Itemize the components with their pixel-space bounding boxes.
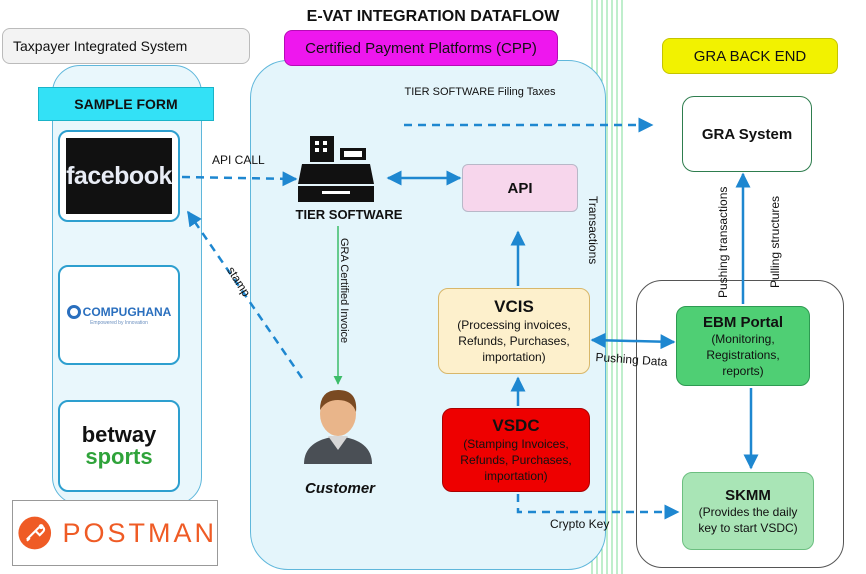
betway-logo-text: betway (81, 422, 157, 447)
edge-api-call (181, 171, 298, 187)
edge-crypto-key (516, 494, 680, 520)
sample-form-header: SAMPLE FORM (38, 87, 214, 121)
vcis-desc: (Processing invoices, Refunds, Purchases… (457, 318, 571, 364)
gra-backend-header: GRA BACK END (662, 38, 838, 74)
compughana-icon (66, 304, 81, 319)
skmm-title: SKMM (725, 486, 771, 504)
postman-logo-text: POSTMAN (62, 517, 217, 548)
customer-avatar-icon (304, 390, 372, 464)
betway-sports-text: sports (85, 444, 153, 469)
cpp-header: Certified Payment Platforms (CPP) (284, 30, 558, 66)
skmm-desc: (Provides the daily key to start VSDC) (698, 504, 798, 535)
edge-pushing-data (590, 332, 676, 350)
cash-register-icon (298, 136, 374, 202)
tier-software-label: TIER SOFTWARE (295, 207, 403, 222)
api-label: API (507, 179, 533, 197)
sample-form-header-text: SAMPLE FORM (74, 96, 178, 112)
label-api-call: API CALL (212, 153, 265, 167)
label-gra-certified-invoice: GRA Certified Invoice (338, 238, 350, 344)
vsdc-title: VSDC (492, 416, 540, 435)
vsdc-box: VSDC (Stamping Invoices, Refunds, Purcha… (442, 408, 590, 492)
postman-icon (18, 516, 52, 550)
taxpayer-label-text: Taxpayer Integrated System (13, 38, 188, 54)
label-transactions: Transactions (586, 196, 600, 265)
gra-system-box: GRA System (682, 96, 812, 172)
customer-label: Customer (304, 480, 375, 497)
betway-logo-card: betway sports (58, 400, 180, 492)
vsdc-desc: (Stamping Invoices, Refunds, Purchases, … (460, 437, 572, 483)
compughana-logo-card: COMPUGHANA Empowered by Innovation (58, 265, 180, 365)
api-box: API (462, 164, 578, 212)
ebm-portal-title: EBM Portal (702, 313, 783, 331)
edge-stamp (186, 210, 304, 379)
label-filing-taxes: TIER SOFTWARE Filing Taxes (404, 86, 556, 98)
cpp-header-text: Certified Payment Platforms (CPP) (305, 39, 537, 57)
skmm-box: SKMM (Provides the daily key to start VS… (682, 472, 814, 550)
compughana-logo-text: COMPUGHANA (82, 304, 172, 319)
facebook-logo-card: facebook (58, 130, 180, 222)
vcis-box: VCIS (Processing invoices, Refunds, Purc… (438, 288, 590, 374)
facebook-logo: facebook (66, 138, 172, 214)
taxpayer-label: Taxpayer Integrated System (2, 28, 250, 64)
vcis-title: VCIS (494, 297, 534, 316)
compughana-tagline: Empowered by Innovation (90, 319, 148, 326)
postman-logo: POSTMAN (12, 500, 218, 566)
label-pushing-transactions: Pushing transactions (716, 186, 730, 298)
gra-backend-header-text: GRA BACK END (693, 47, 807, 65)
label-pulling-structures: Pulling structures (768, 195, 782, 288)
ebm-portal-desc: (Monitoring, Registrations, reports) (706, 331, 780, 378)
gra-system-label: GRA System (701, 125, 793, 143)
label-crypto-key: Crypto Key (550, 517, 610, 531)
ebm-portal-box: EBM Portal (Monitoring, Registrations, r… (676, 306, 810, 386)
diagram-title: E-VAT INTEGRATION DATAFLOW (306, 8, 560, 25)
facebook-logo-text: facebook (66, 161, 172, 190)
